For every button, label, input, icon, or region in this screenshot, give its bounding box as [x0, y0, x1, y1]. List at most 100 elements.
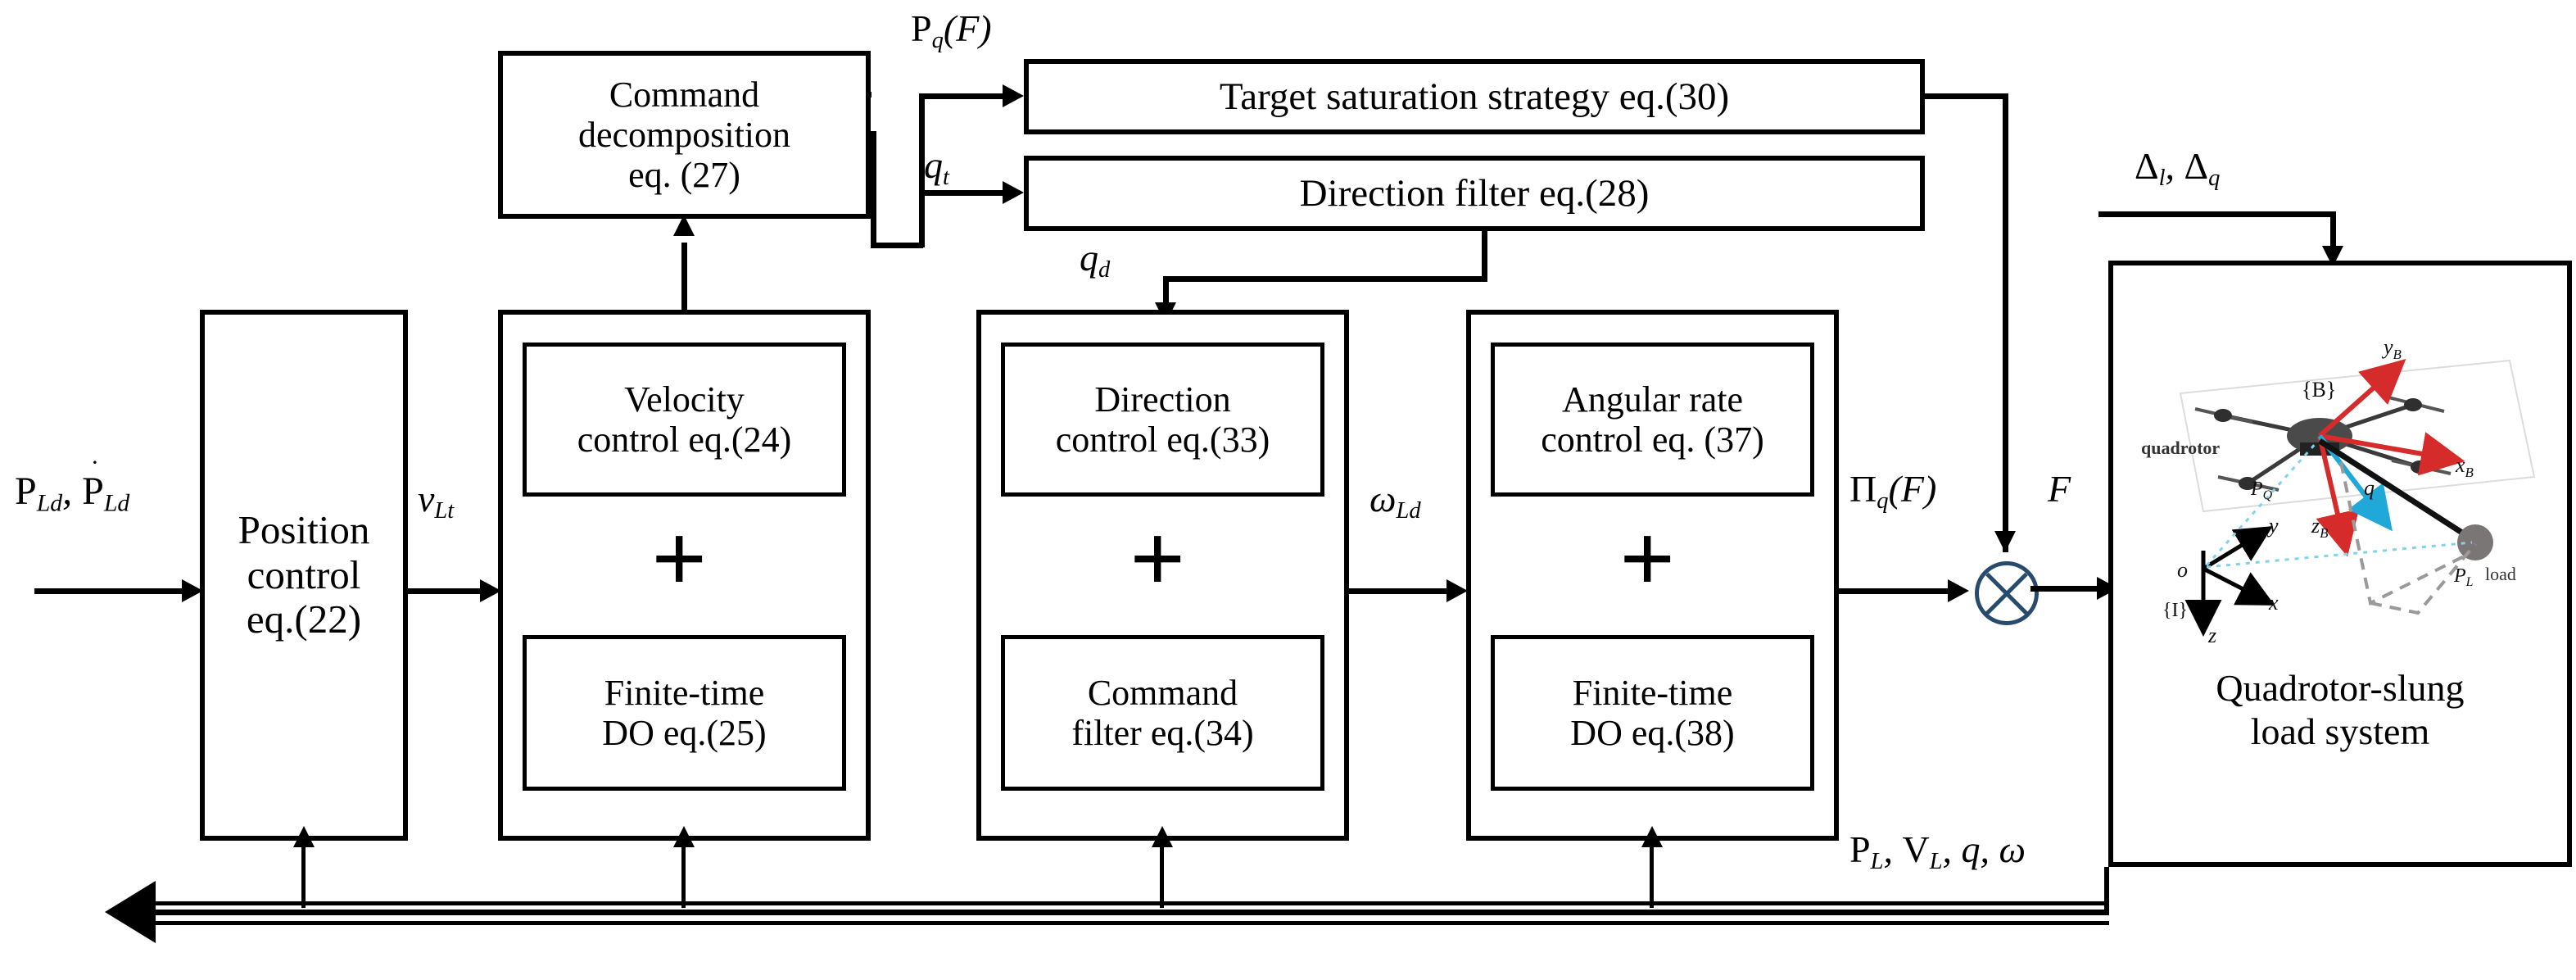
block-direction-filter[interactable]: Direction filter eq.(28): [1024, 156, 1925, 231]
plant-caption-line2: load system: [2250, 710, 2430, 752]
figure-label-quadrotor: quadrotor: [2141, 438, 2220, 458]
wire-pqF-to-target-saturation: [919, 93, 1009, 99]
command-filter-line1: Command: [1087, 672, 1238, 713]
figure-label-origin: o: [2177, 558, 2188, 582]
figure-label-load: load: [2485, 564, 2516, 584]
block-position-control[interactable]: Position control eq.(22): [200, 310, 408, 841]
figure-label-yb: yB: [2381, 335, 2402, 362]
position-control-line3: eq.(22): [246, 597, 362, 642]
figure-label-vector-q: q: [2364, 476, 2375, 500]
block-finite-time-do-38[interactable]: Finite-time DO eq.(38): [1491, 635, 1814, 791]
wire-feedback-riser-velocity: [681, 844, 686, 908]
figure-label-xb: xB: [2455, 453, 2474, 480]
block-command-filter[interactable]: Command filter eq.(34): [1001, 635, 1324, 791]
block-quadrotor-slung-load-system[interactable]: yB xB zB {B} quadrotor q PL load y x z o…: [2108, 261, 2572, 867]
wire-feedback-riser-direction: [1160, 844, 1164, 908]
block-direction-control[interactable]: Direction control eq.(33): [1001, 343, 1324, 497]
position-control-line1: Position: [238, 506, 370, 552]
arrow-feedback-into-position-control: [293, 826, 315, 847]
command-decomposition-line1: Command: [609, 74, 760, 115]
block-angular-rate-control[interactable]: Angular rate control eq. (37): [1491, 343, 1814, 497]
block-finite-time-do-25[interactable]: Finite-time DO eq.(25): [523, 635, 846, 791]
velocity-control-line2: control eq.(24): [577, 420, 792, 460]
wire-qt-to-direction-filter: [919, 190, 1009, 196]
finite-time-do-38-line1: Finite-time: [1572, 672, 1733, 713]
angular-rate-control-line2: control eq. (37): [1541, 420, 1764, 460]
plant-caption: Quadrotor-slung load system: [2113, 667, 2567, 754]
finite-time-do-25-line1: Finite-time: [604, 672, 765, 713]
figure-label-zb: zB: [2311, 514, 2329, 541]
direction-control-line1: Direction: [1094, 379, 1231, 420]
wire-qd-drop: [1163, 276, 1169, 315]
block-velocity-control[interactable]: Velocity control eq.(24): [523, 343, 846, 497]
figure-label-axis-z: z: [2207, 624, 2216, 647]
wire-targetsat-down-to-multiplier: [2003, 93, 2008, 552]
wire-omega-ld: [1349, 588, 1456, 594]
signal-label-v-lt: vLt: [418, 478, 455, 524]
arrow-into-direction-filter: [1003, 181, 1024, 204]
arrow-into-command-decomposition: [673, 215, 695, 236]
signal-label-qd: qd: [1080, 237, 1111, 283]
wire-F-to-plant: [2030, 586, 2108, 592]
direction-control-line2: control eq.(33): [1055, 420, 1270, 460]
wire-branch-riser: [919, 95, 925, 247]
wire-cmddecomp-branch-foot: [871, 243, 923, 248]
wire-vlt: [408, 588, 490, 594]
figure-label-axis-y: y: [2266, 514, 2279, 538]
wire-feedback-riser-position: [301, 844, 306, 908]
signal-label-disturbances: Δl, Δq: [2135, 145, 2221, 191]
velocity-control-line1: Velocity: [624, 379, 745, 420]
figure-label-pos-quadrotor: PQ: [2250, 479, 2273, 502]
signal-label-omega-ld: ωLd: [1369, 478, 1421, 524]
arrow-feedback-bus-left: [105, 881, 156, 943]
plus-operator-velocity: +: [651, 504, 708, 613]
arrow-feedback-into-velocity-group: [673, 826, 695, 847]
wire-targetsat-out-right: [1920, 93, 2008, 99]
signal-label-pq-F: Pq(F): [911, 7, 992, 53]
signal-label-qt: qt: [924, 144, 949, 190]
feedback-bus-line-mid: [156, 910, 2109, 915]
figure-label-frame-b: {B}: [2302, 378, 2336, 402]
wire-qd-horizontal: [1163, 276, 1487, 282]
wire-disturbance-drop: [2330, 211, 2336, 259]
command-filter-line2: filter eq.(34): [1071, 713, 1254, 753]
block-command-decomposition[interactable]: Command decomposition eq. (27): [498, 51, 871, 219]
plus-operator-direction: +: [1130, 504, 1186, 613]
direction-filter-label: Direction filter eq.(28): [1299, 171, 1650, 215]
arrow-feedback-into-angular-group: [1641, 826, 1663, 847]
wire-cmddecomp-out-vertical: [871, 131, 876, 247]
signal-label-pi-q-F: Πq(F): [1849, 468, 1937, 514]
finite-time-do-25-line2: DO eq.(25): [602, 713, 767, 753]
arrow-into-velocity-block: [480, 579, 501, 602]
arrow-feedback-into-direction-group: [1152, 826, 1173, 847]
arrow-into-target-saturation: [1003, 84, 1024, 107]
wire-feedback-riser-angular: [1650, 844, 1654, 908]
block-target-saturation-strategy[interactable]: Target saturation strategy eq.(30): [1024, 59, 1925, 134]
finite-time-do-38-line2: DO eq.(38): [1570, 713, 1735, 753]
arrow-into-position-control: [182, 579, 203, 602]
feedback-bus-line-bottom: [156, 921, 2109, 925]
multiply-cross-icon[interactable]: [1975, 561, 2039, 625]
wire-plant-feedback-drop: [2104, 867, 2109, 910]
command-decomposition-line2: decomposition: [577, 114, 791, 155]
feedback-bus-line-top: [156, 901, 2109, 905]
figure-label-frame-i: {I}: [2162, 600, 2188, 621]
wire-input-to-position-control: [34, 588, 190, 594]
wire-disturbance-horizontal: [2098, 211, 2336, 217]
signal-label-p-ld: PLd, ˙PLd: [15, 456, 130, 517]
quadrotor-slung-load-figure: yB xB zB {B} quadrotor q PL load y x z o…: [2141, 335, 2536, 647]
target-saturation-label: Target saturation strategy eq.(30): [1219, 75, 1730, 118]
wire-velocity-to-cmddecomp: [681, 243, 687, 311]
position-control-line2: control: [247, 551, 361, 597]
angular-rate-control-line1: Angular rate: [1561, 379, 1744, 420]
signal-label-feedback: PL, VL, q, ω: [1849, 828, 2026, 874]
plant-caption-line1: Quadrotor-slung: [2216, 667, 2465, 709]
wire-pi-q-to-multiplier: [1839, 588, 1958, 594]
figure-label-axis-x: x: [2268, 591, 2279, 615]
arrow-into-multiplier-left: [1948, 579, 1969, 602]
plus-operator-angular: +: [1619, 504, 1676, 613]
signal-label-force-F: F: [2048, 468, 2071, 510]
wire-directionfilter-out-vertical: [1482, 226, 1487, 282]
arrow-into-multiplier-top: [1994, 531, 2016, 552]
